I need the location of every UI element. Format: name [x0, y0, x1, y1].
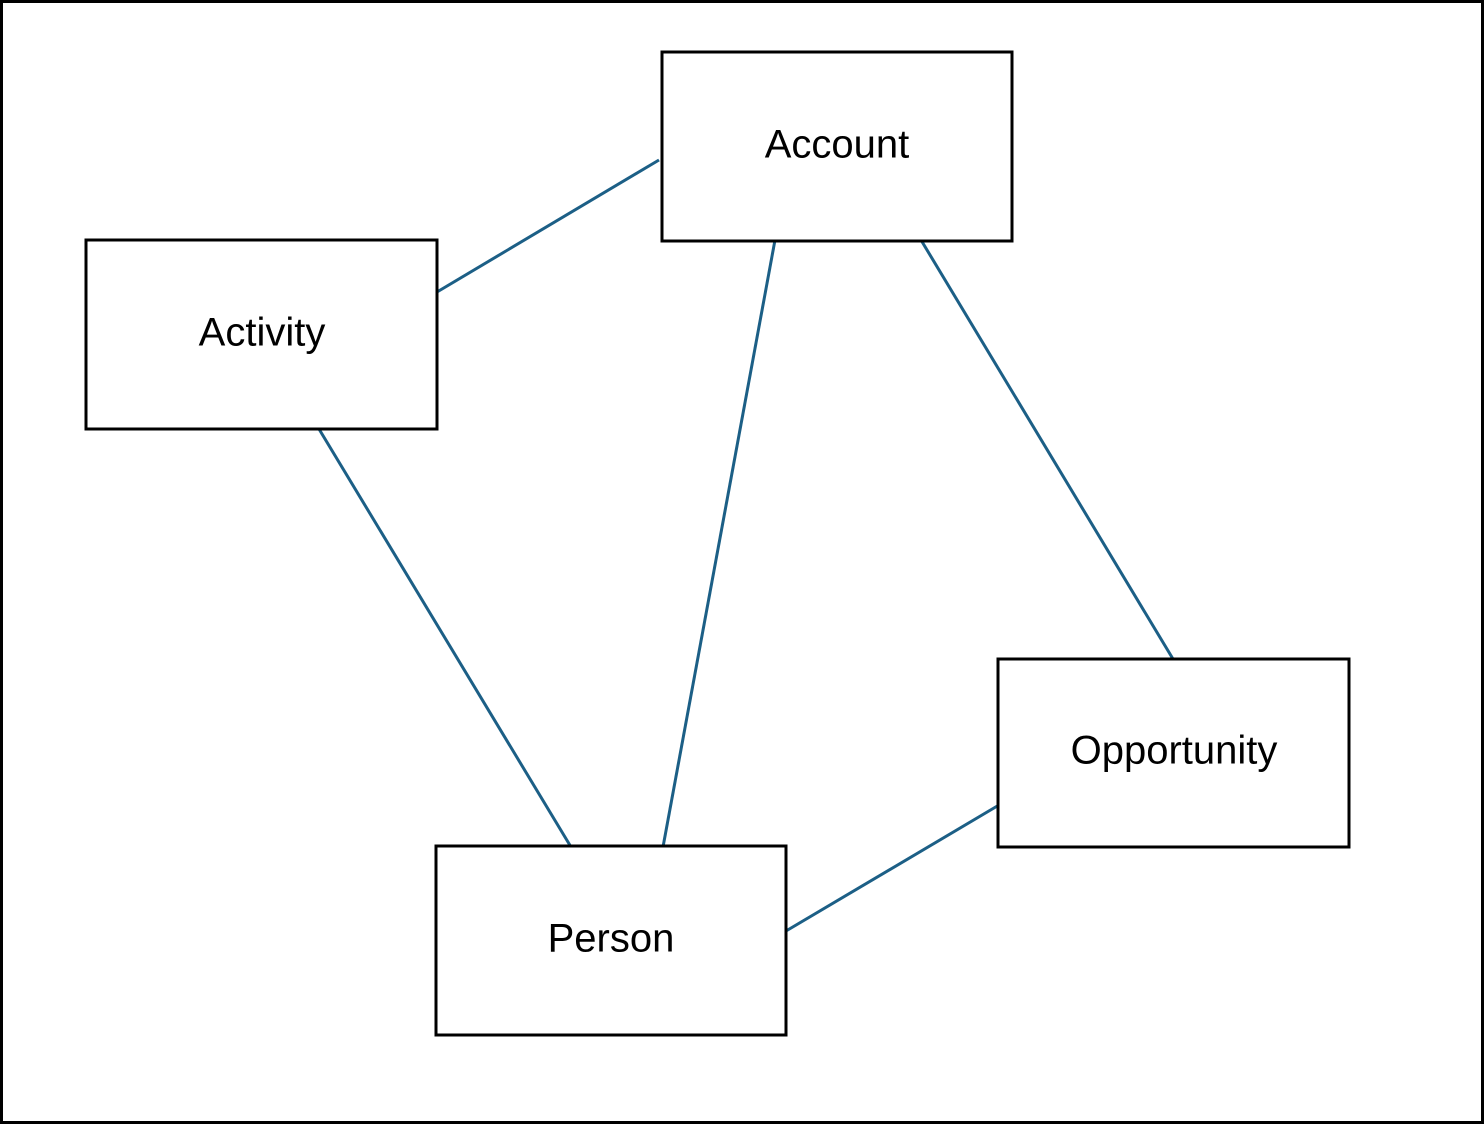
edge-activity-person [317, 428, 573, 848]
node-person[interactable]: Person [434, 844, 788, 1037]
edge-account-person [661, 239, 777, 848]
edge-account-opportunity [919, 239, 1175, 660]
node-person-box [434, 844, 788, 1037]
node-activity-box [84, 238, 439, 431]
node-activity-label: Activity [199, 311, 326, 355]
edge-person-opportunity [785, 803, 1000, 933]
node-opportunity-label: Opportunity [1071, 729, 1278, 773]
node-account[interactable]: Account [660, 50, 1014, 243]
node-account-label: Account [765, 123, 910, 167]
node-account-box [660, 50, 1014, 243]
edge-activity-account [436, 158, 660, 294]
node-opportunity-box [996, 657, 1351, 849]
node-opportunity[interactable]: Opportunity [996, 657, 1351, 849]
diagram-canvas: Account Activity Opportunity Person [84, 50, 1351, 1037]
node-activity[interactable]: Activity [84, 238, 439, 431]
node-person-label: Person [548, 917, 675, 961]
